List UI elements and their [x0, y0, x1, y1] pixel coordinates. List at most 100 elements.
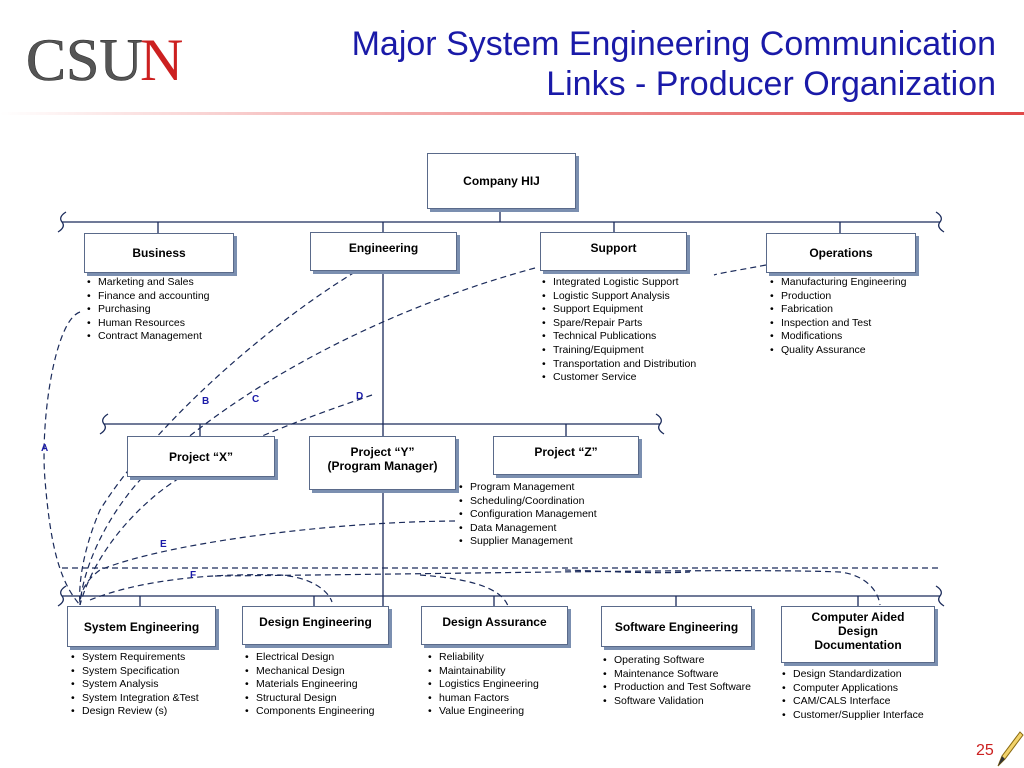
project-y-list: Program Management Scheduling/Coordinati… — [459, 481, 597, 549]
design-engineering-list: Electrical Design Mechanical Design Mate… — [245, 651, 375, 719]
list-item: Maintainability — [428, 665, 539, 679]
company-box: Company HIJ — [427, 153, 576, 209]
system-engineering-list: System Requirements System Specification… — [71, 651, 199, 719]
bus-level1-left-brace — [57, 211, 67, 233]
list-item: Mechanical Design — [245, 665, 375, 679]
list-item: Quality Assurance — [770, 344, 907, 358]
link-f — [89, 574, 333, 603]
list-item: System Analysis — [71, 678, 199, 692]
title-line-2: Links - Producer Organization — [546, 65, 996, 103]
cadd-list: Design Standardization Computer Applicat… — [782, 668, 924, 722]
business-list: Marketing and Sales Finance and accounti… — [87, 276, 210, 344]
operations-list: Manufacturing Engineering Production Fab… — [770, 276, 907, 358]
engineering-box: Engineering — [310, 232, 457, 271]
list-item: Marketing and Sales — [87, 276, 210, 290]
link-a — [43, 311, 81, 606]
list-item: Support Equipment — [542, 303, 696, 317]
list-item: Fabrication — [770, 303, 907, 317]
list-item: Technical Publications — [542, 330, 696, 344]
link-label-e: E — [160, 539, 167, 550]
list-item: Scheduling/Coordination — [459, 495, 597, 509]
svg-text:N: N — [140, 27, 183, 88]
list-item: Electrical Design — [245, 651, 375, 665]
page-number: 25 — [976, 742, 994, 759]
cadd-label-line-1: Computer Aided — [811, 610, 905, 624]
list-item: Structural Design — [245, 692, 375, 706]
list-item: Logistic Support Analysis — [542, 290, 696, 304]
pencil-icon — [997, 731, 1024, 767]
list-item: Transportation and Distribution — [542, 358, 696, 372]
list-item: Human Resources — [87, 317, 210, 331]
link-ops — [713, 264, 767, 276]
bus-level1-right-brace — [935, 211, 945, 233]
list-item: Computer Applications — [782, 682, 924, 696]
list-item: Configuration Management — [459, 508, 597, 522]
slide-title: Major System Engineering Communication L… — [352, 24, 996, 104]
list-item: Contract Management — [87, 330, 210, 344]
project-y-sublabel: (Program Manager) — [327, 459, 438, 473]
list-item: System Requirements — [71, 651, 199, 665]
list-item: human Factors — [428, 692, 539, 706]
link-label-c: C — [252, 394, 260, 405]
link-g — [564, 569, 691, 574]
list-item: Spare/Repair Parts — [542, 317, 696, 331]
list-item: Supplier Management — [459, 535, 597, 549]
list-item: Maintenance Software — [603, 668, 751, 682]
title-rule — [0, 112, 1024, 115]
business-box: Business — [84, 233, 234, 273]
cadd-label-line-2: Design — [837, 624, 878, 638]
list-item: System Integration &Test — [71, 692, 199, 706]
title-line-1: Major System Engineering Communication — [351, 25, 996, 63]
link-label-d: D — [356, 391, 364, 402]
link-c — [79, 267, 536, 606]
list-item: System Specification — [71, 665, 199, 679]
link-label-a: A — [41, 443, 49, 454]
list-item: Integrated Logistic Support — [542, 276, 696, 290]
system-engineering-box: System Engineering — [67, 606, 216, 647]
list-item: Program Management — [459, 481, 597, 495]
link-label-f: F — [190, 570, 197, 581]
support-list: Integrated Logistic Support Logistic Sup… — [542, 276, 696, 385]
project-z-box: Project “Z” — [493, 436, 639, 475]
list-item: Manufacturing Engineering — [770, 276, 907, 290]
operations-box: Operations — [766, 233, 916, 273]
project-y-box: Project “Y” (Program Manager) — [309, 436, 456, 490]
list-item: Training/Equipment — [542, 344, 696, 358]
software-engineering-box: Software Engineering — [601, 606, 752, 647]
link-label-b: B — [202, 396, 210, 407]
list-item: Materials Engineering — [245, 678, 375, 692]
project-x-box: Project “X” — [127, 436, 275, 477]
cadd-label-line-3: Documentation — [814, 638, 902, 652]
link-e — [79, 520, 456, 606]
list-item: CAM/CALS Interface — [782, 695, 924, 709]
list-item: Logistics Engineering — [428, 678, 539, 692]
csun-logo: CSU N — [26, 27, 183, 88]
list-item: Value Engineering — [428, 705, 539, 719]
design-assurance-box: Design Assurance — [421, 606, 568, 645]
list-item: Production — [770, 290, 907, 304]
software-engineering-list: Operating Software Maintenance Software … — [603, 654, 751, 708]
svg-text:CSU: CSU — [26, 27, 143, 88]
list-item: Design Standardization — [782, 668, 924, 682]
list-item: Inspection and Test — [770, 317, 907, 331]
list-item: Operating Software — [603, 654, 751, 668]
link-f2 — [419, 574, 509, 607]
computer-aided-design-documentation-box: Computer Aided Design Documentation — [781, 606, 935, 663]
list-item: Finance and accounting — [87, 290, 210, 304]
list-item: Production and Test Software — [603, 681, 751, 695]
list-item: Purchasing — [87, 303, 210, 317]
list-item: Design Review (s) — [71, 705, 199, 719]
list-item: Modifications — [770, 330, 907, 344]
design-assurance-list: Reliability Maintainability Logistics En… — [428, 651, 539, 719]
project-y-label: Project “Y” — [350, 445, 415, 459]
list-item: Data Management — [459, 522, 597, 536]
support-box: Support — [540, 232, 687, 271]
list-item: Customer/Supplier Interface — [782, 709, 924, 723]
list-item: Components Engineering — [245, 705, 375, 719]
link-f3 — [214, 570, 881, 606]
list-item: Software Validation — [603, 695, 751, 709]
list-item: Reliability — [428, 651, 539, 665]
design-engineering-box: Design Engineering — [242, 606, 389, 645]
list-item: Customer Service — [542, 371, 696, 385]
